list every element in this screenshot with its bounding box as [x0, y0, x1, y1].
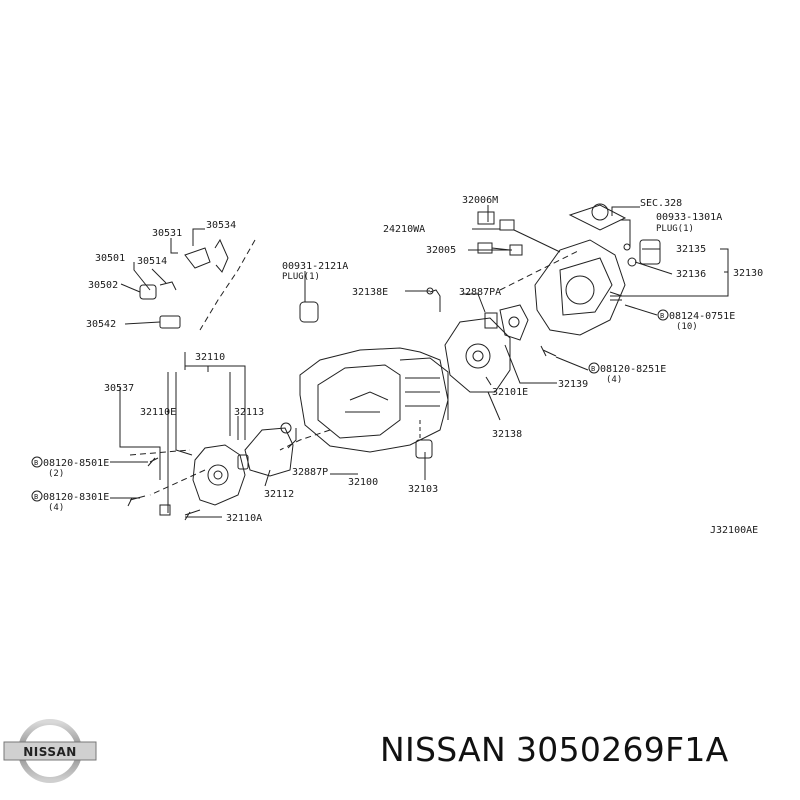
svg-text:B: B — [34, 459, 38, 467]
logo-text: NISSAN — [23, 745, 77, 759]
label-32138: 32138 — [492, 429, 522, 440]
label-08120-8501E: 08120-8501E — [43, 458, 109, 469]
nissan-logo-icon: NISSAN — [3, 719, 97, 783]
label-32110A: 32110A — [226, 513, 262, 524]
label-qty-4-right: (4) — [606, 375, 622, 385]
label-32135: 32135 — [676, 244, 706, 255]
label-32139: 32139 — [558, 379, 588, 390]
part-number: 3050269F1A — [516, 730, 729, 769]
label-24210WA: 24210WA — [383, 224, 425, 235]
label-32136: 32136 — [676, 269, 706, 280]
bolt-marker-icon — [588, 362, 600, 374]
svg-text:B: B — [591, 365, 595, 373]
label-32103: 32103 — [408, 484, 438, 495]
label-32101E: 32101E — [492, 387, 528, 398]
label-32887P: 32887P — [292, 467, 328, 478]
bolt-marker-icon — [657, 309, 669, 321]
label-00931-2121A: 00931-2121A — [282, 261, 348, 272]
label-30537: 30537 — [104, 383, 134, 394]
label-30531: 30531 — [152, 228, 182, 239]
label-08124-0751E: 08124-0751E — [669, 311, 735, 322]
label-sec328: SEC.328 — [640, 198, 682, 209]
label-qty-2: (2) — [48, 469, 64, 479]
label-30501: 30501 — [95, 253, 125, 264]
label-30514: 30514 — [137, 256, 167, 267]
label-32110: 32110 — [195, 352, 225, 363]
label-32130: 32130 — [733, 268, 763, 279]
svg-text:B: B — [660, 312, 664, 320]
label-32100: 32100 — [348, 477, 378, 488]
label-30542: 30542 — [86, 319, 116, 330]
label-plug-top: PLUG(1) — [656, 224, 694, 234]
label-32005: 32005 — [426, 245, 456, 256]
brand-name: NISSAN — [380, 730, 506, 769]
drawing-id: J32100AE — [710, 525, 758, 536]
label-32887PA: 32887PA — [459, 287, 501, 298]
label-30502: 30502 — [88, 280, 118, 291]
label-32112: 32112 — [264, 489, 294, 500]
label-plug-left: PLUG(1) — [282, 272, 320, 282]
label-30534: 30534 — [206, 220, 236, 231]
bolt-marker-icon — [31, 490, 43, 502]
label-32138E: 32138E — [352, 287, 388, 298]
bolt-marker-icon — [31, 456, 43, 468]
label-qty-4-left: (4) — [48, 503, 64, 513]
label-08120-8301E: 08120-8301E — [43, 492, 109, 503]
label-32113: 32113 — [234, 407, 264, 418]
footer-caption: NISSAN 3050269F1A — [380, 730, 795, 769]
label-32110E: 32110E — [140, 407, 176, 418]
label-08120-8251E: 08120-8251E — [600, 364, 666, 375]
label-32006M: 32006M — [462, 195, 498, 206]
label-qty-10: (10) — [676, 322, 698, 332]
label-00933-1301A: 00933-1301A — [656, 212, 722, 223]
svg-text:B: B — [34, 493, 38, 501]
